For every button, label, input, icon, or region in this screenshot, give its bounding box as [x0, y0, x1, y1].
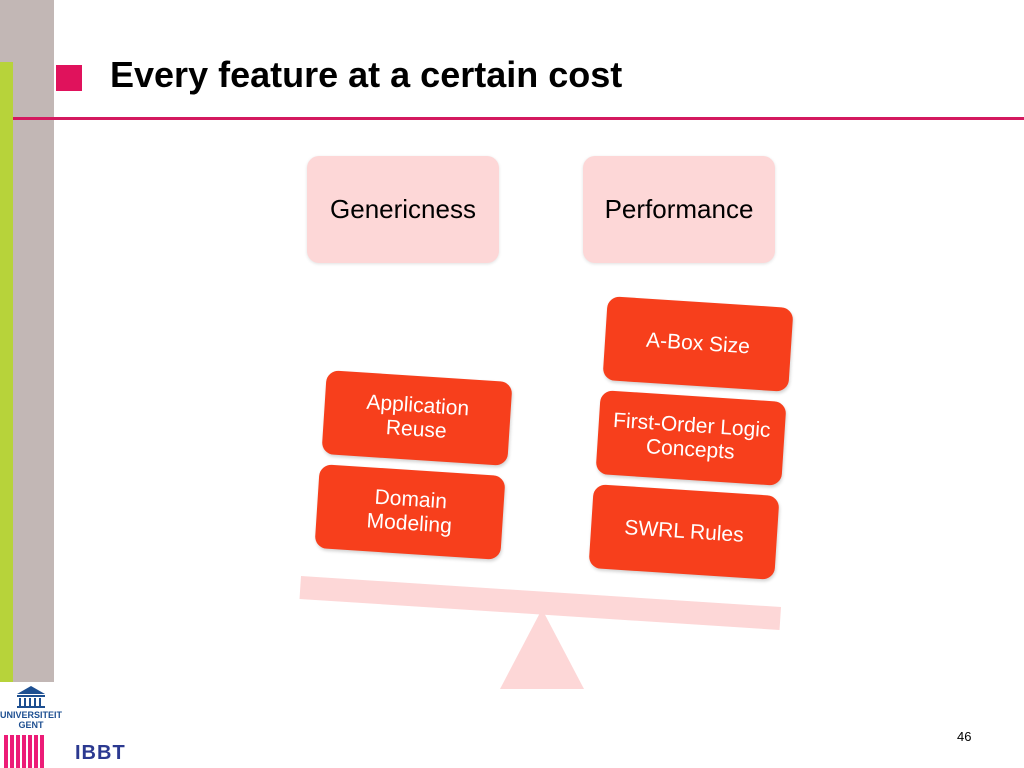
performance-box: Performance: [583, 156, 775, 263]
abox-size-box: A-Box Size: [602, 296, 794, 392]
logo-universiteit: UNIVERSITEIT: [0, 710, 63, 720]
genericness-box: Genericness: [307, 156, 499, 263]
application-reuse-box: Application Reuse: [321, 370, 513, 466]
title-divider: [13, 117, 1024, 120]
university-building-icon: [17, 686, 45, 708]
swrl-rules-box: SWRL Rules: [588, 484, 780, 580]
ibbt-logo-mark: [4, 735, 44, 768]
side-band-green: [0, 62, 13, 682]
page-number: 46: [957, 729, 972, 744]
first-order-logic-box: First-Order Logic Concepts: [595, 390, 787, 486]
logo-gent: GENT: [18, 720, 44, 730]
slide-title: Every feature at a certain cost: [110, 54, 623, 95]
balance-fulcrum: [500, 609, 584, 689]
ibbt-logo-text: IBBT: [75, 742, 126, 764]
title-bullet-square: [56, 65, 82, 91]
domain-modeling-box: Domain Modeling: [314, 464, 506, 560]
